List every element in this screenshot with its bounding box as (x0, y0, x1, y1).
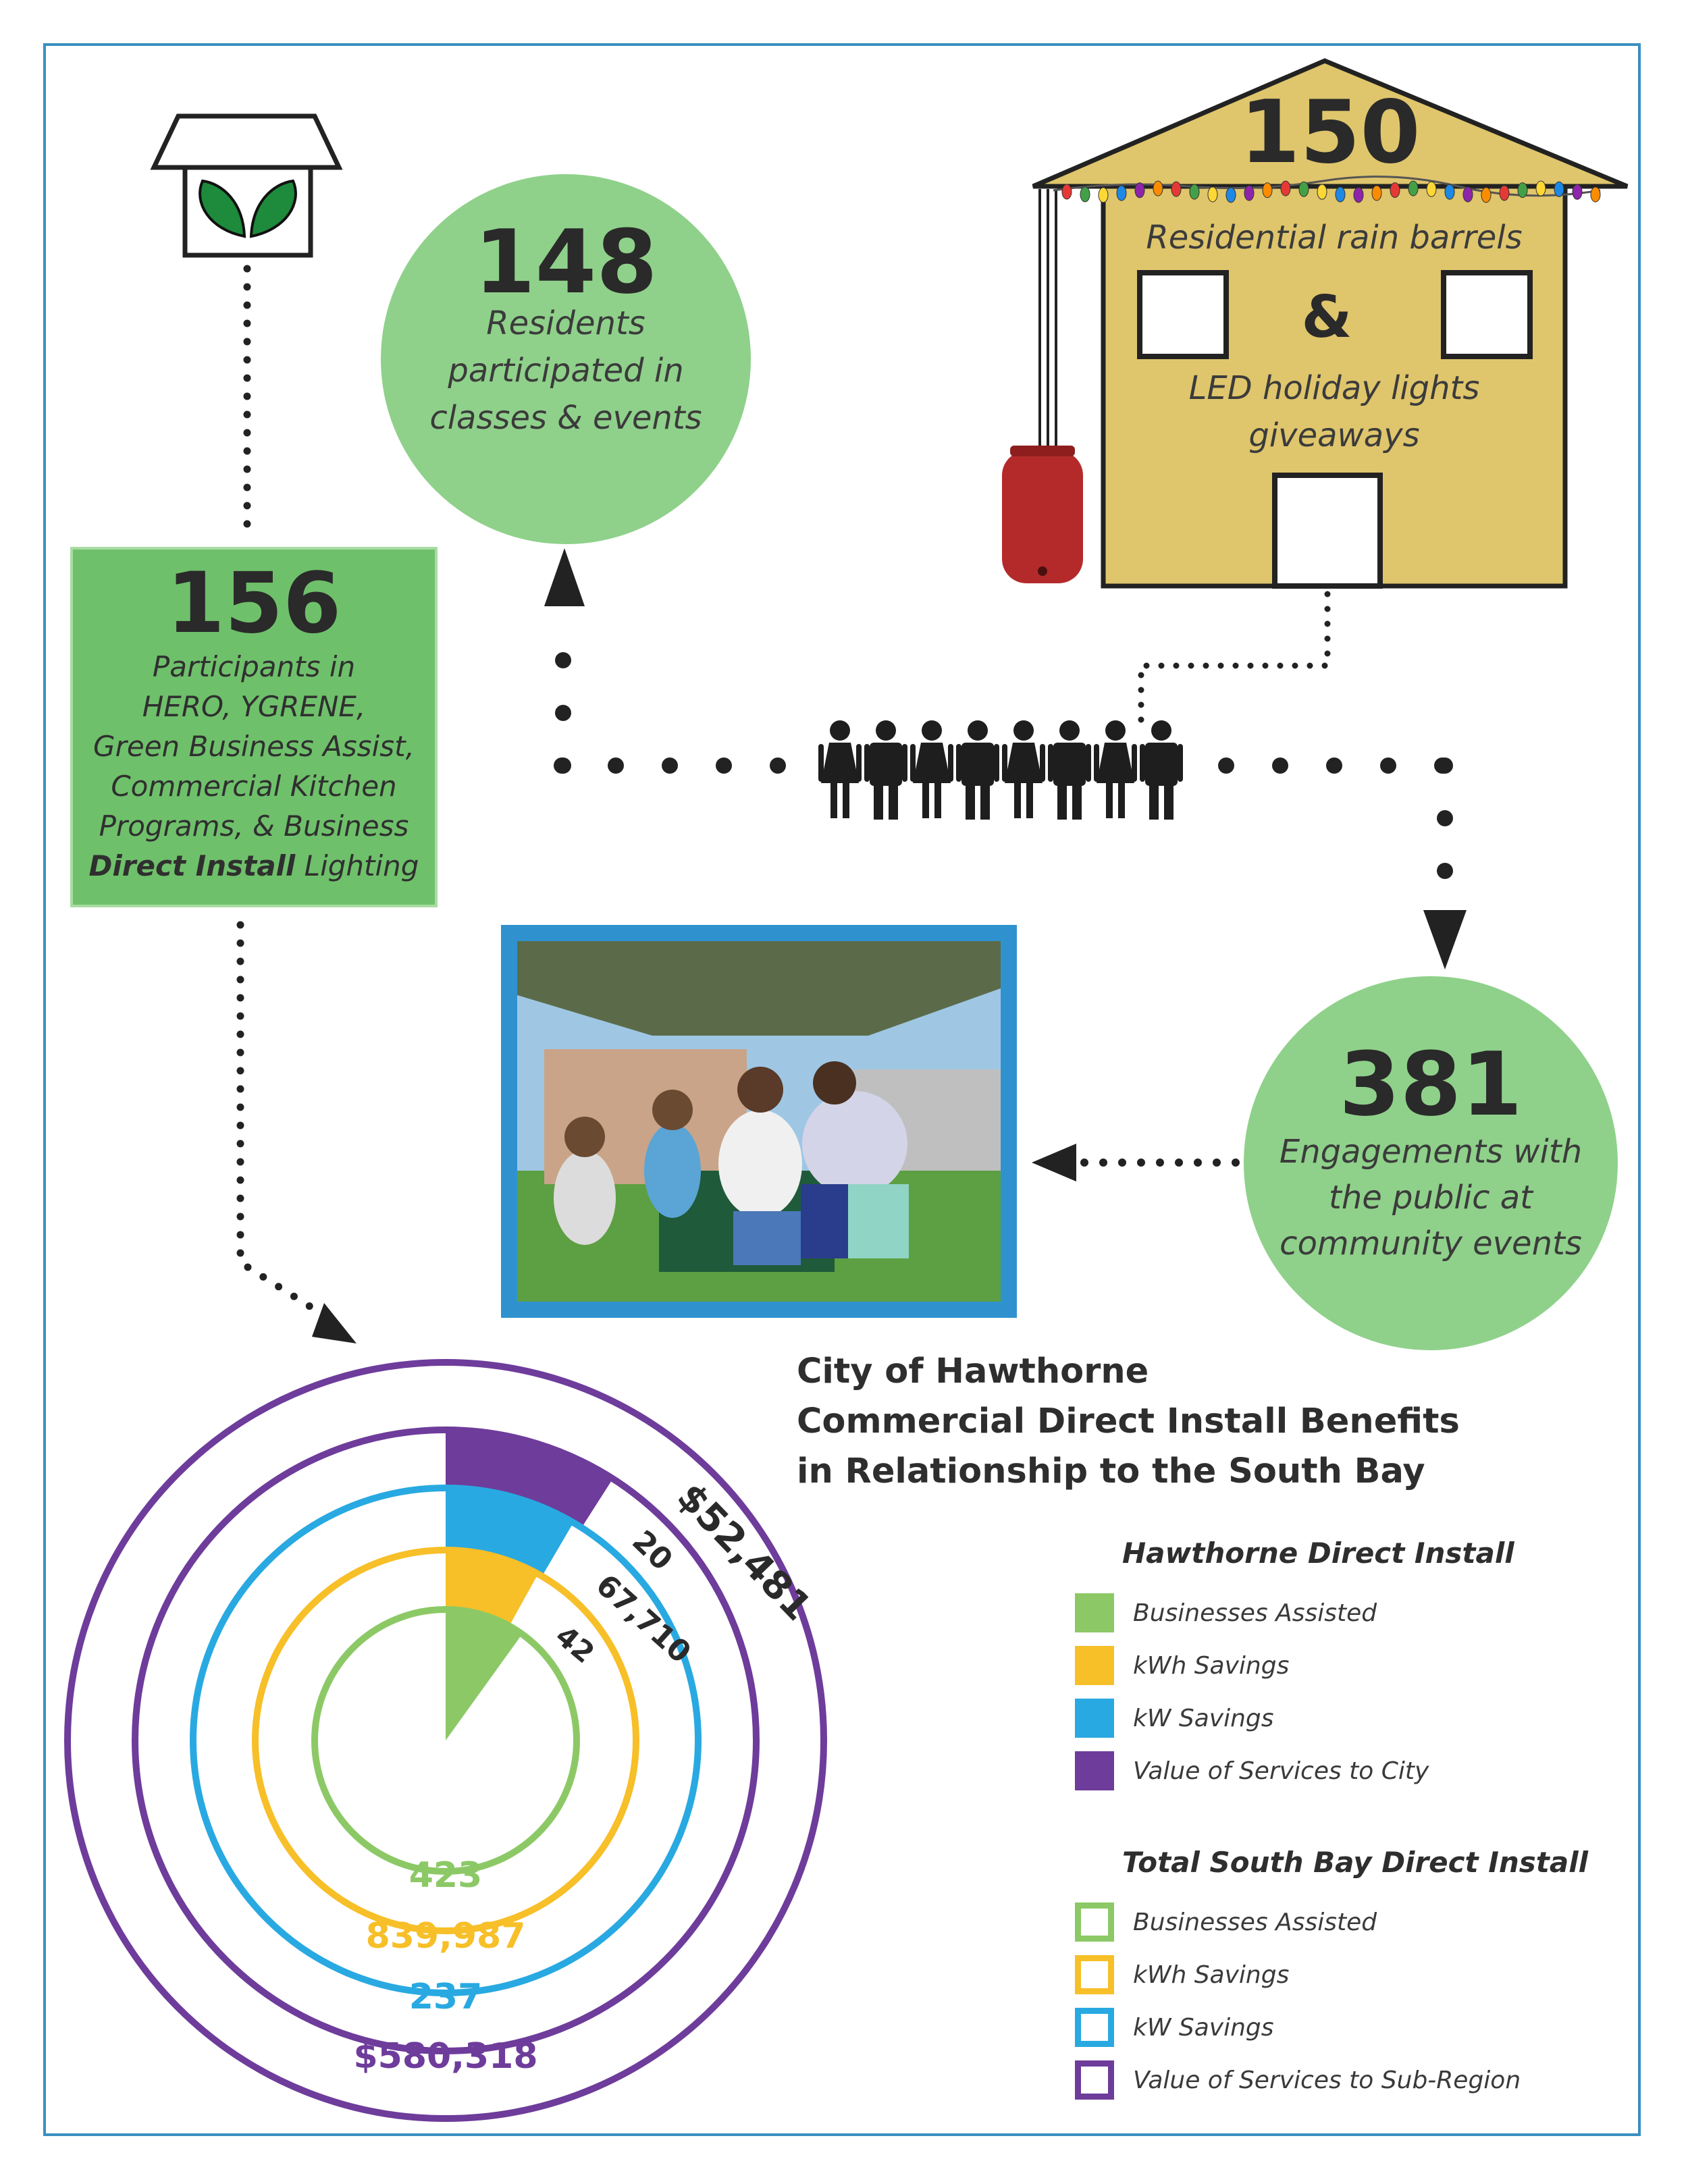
swatch (1075, 1699, 1114, 1738)
participants-number: 156 (166, 555, 342, 652)
ring-total-label-purple: $580,318 (353, 2036, 538, 2077)
residents-circle (377, 170, 755, 548)
dotted-connector (236, 921, 336, 1325)
light-bulb (1116, 185, 1127, 201)
arrow-down-icon (312, 1303, 357, 1343)
swatch (1075, 2060, 1114, 2100)
light-bulb (1499, 185, 1510, 201)
light-bulb (1335, 186, 1346, 203)
south-bay-ring (132, 1427, 760, 2054)
legend-item: Value of Services to City (1075, 1750, 1429, 1792)
light-bulb (1189, 184, 1200, 200)
south-bay-ring (64, 1359, 827, 2122)
hawthorne-wedge (446, 1609, 523, 1740)
light-bulb (1098, 187, 1109, 203)
light-bulb (1572, 184, 1583, 200)
participants-text: Participants in HERO, YGRENE, Green Busi… (88, 650, 419, 882)
light-bulb (1134, 182, 1145, 198)
green-house-icon (150, 113, 343, 258)
person-icon (864, 720, 907, 820)
person-icon (1002, 720, 1045, 818)
engagement-number: 381 (1339, 1033, 1523, 1136)
light-bulb (1225, 187, 1236, 203)
south-bay-ring (252, 1547, 639, 1934)
light-bulb (1444, 184, 1455, 200)
light-bulb (1080, 186, 1090, 203)
residents-number: 148 (474, 211, 658, 313)
house-line1: Residential rain barrels (1146, 219, 1523, 257)
light-bulb (1280, 180, 1291, 196)
light-bulb (1426, 181, 1437, 197)
light-bulb (1535, 180, 1546, 196)
person-icon (956, 720, 999, 820)
legend-item: kWh Savings (1075, 1645, 1289, 1686)
person-icon (1140, 720, 1183, 820)
south-bay-ring (311, 1606, 580, 1875)
engagement-circle (1240, 972, 1622, 1354)
light-bulb (1153, 180, 1163, 196)
light-bulb (1317, 184, 1327, 200)
ring-total-label-yellow: 839,987 (365, 1916, 526, 1956)
direct-install-bold: Direct Install (88, 849, 296, 882)
photo-image (517, 941, 1001, 1302)
legend-item: Businesses Assisted (1075, 1901, 1377, 1943)
page-frame (43, 43, 1641, 2136)
swatch (1075, 1955, 1114, 1994)
swatch (1075, 2008, 1114, 2047)
chart-title: City of Hawthorne Commercial Direct Inst… (797, 1352, 1460, 1491)
light-bulb (1262, 182, 1273, 198)
legend-item: kW Savings (1075, 2006, 1274, 2048)
arrow-up-icon (544, 548, 585, 606)
light-bulb (1371, 185, 1382, 201)
light-bulb (1462, 186, 1473, 203)
holiday-lights-string (1061, 180, 1601, 203)
person-icon (1048, 720, 1091, 820)
light-bulb (1061, 184, 1072, 200)
arrow-left-icon (1032, 1144, 1076, 1181)
house-line2: LED holiday lights giveaways (1188, 369, 1480, 454)
big-house-illustration (1002, 58, 1629, 589)
residents-text: Residents participated in classes & even… (429, 304, 702, 437)
house-ampersand: & (1301, 284, 1352, 351)
swatch (1075, 1593, 1114, 1632)
participants-box: 156 Participants in HERO, YGRENE, Green … (70, 547, 438, 907)
swatch (1075, 1646, 1114, 1685)
light-bulb (1481, 187, 1492, 203)
light-bulb (1244, 185, 1255, 201)
light-bulb (1171, 181, 1182, 197)
light-bulb (1590, 186, 1601, 203)
ring-total-label-green: 423 (408, 1855, 483, 1896)
house-number: 150 (1240, 82, 1421, 183)
legend-item: Businesses Assisted (1075, 1592, 1377, 1634)
engagement-text: Engagements with the public at community… (1279, 1133, 1583, 1262)
community-event-photo (501, 925, 1017, 1318)
light-bulb (1207, 186, 1218, 203)
legend-item: kW Savings (1075, 1697, 1274, 1739)
person-icon (910, 720, 953, 818)
light-bulb (1408, 180, 1419, 196)
light-bulb (1298, 181, 1309, 197)
light-bulb (1353, 187, 1364, 203)
south-bay-ring (190, 1485, 702, 1996)
legend-item: Value of Services to Sub-Region (1075, 2059, 1521, 2101)
people-row-icon (818, 720, 1183, 820)
hawthorne-wedge (446, 1550, 538, 1626)
swatch (1075, 1751, 1114, 1790)
swatch (1075, 1902, 1114, 1942)
light-bulb (1390, 182, 1400, 198)
light-bulb (1517, 182, 1528, 198)
legend-item: kWh Savings (1075, 1954, 1289, 1996)
light-bulb (1554, 181, 1564, 197)
legend-hawthorne-heading: Hawthorne Direct Install (1122, 1537, 1514, 1570)
person-icon (1094, 720, 1137, 818)
ring-total-label-blue: 237 (408, 1977, 483, 2017)
hawthorne-wedge (446, 1430, 613, 1528)
arrow-down-icon (1423, 910, 1467, 969)
hawthorne-value-label: 42 (550, 1619, 601, 1670)
dotted-connector (1138, 591, 1331, 726)
legend-southbay-heading: Total South Bay Direct Install (1122, 1846, 1588, 1879)
person-icon (818, 720, 862, 818)
